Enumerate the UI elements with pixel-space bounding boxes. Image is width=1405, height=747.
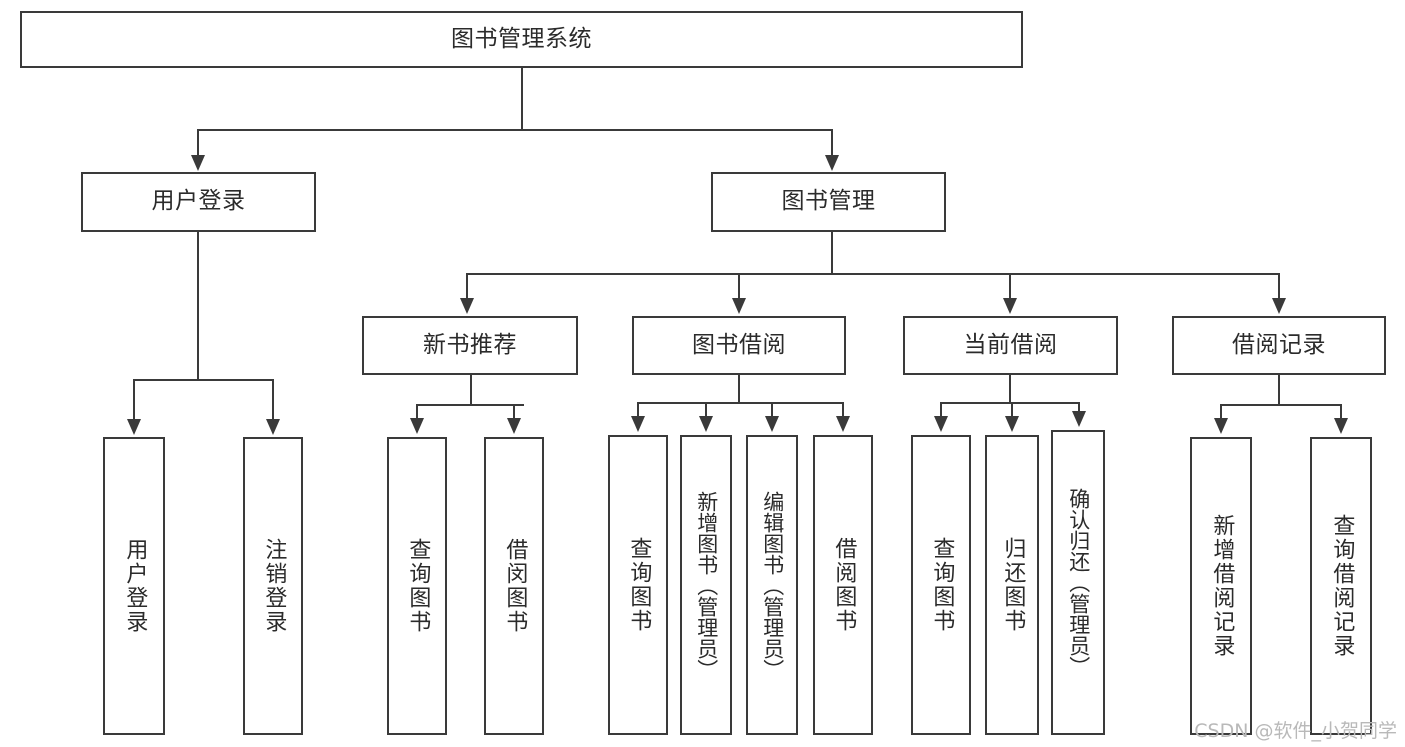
connector-current-borrow-bus	[940, 402, 1080, 404]
arrowhead-leaf-borrow-book-1	[507, 418, 521, 434]
arrowhead-borrow-record	[1272, 298, 1286, 314]
node-leaf-borrow-book-1[interactable]: 借闵图书	[484, 437, 544, 735]
node-current-borrow[interactable]: 当前借阅	[903, 316, 1118, 375]
node-root-label: 图书管理系统	[451, 25, 592, 52]
connector-to-leaf-add-book	[705, 402, 707, 418]
node-book-manage-label: 图书管理	[781, 188, 876, 215]
connector-to-leaf-logout	[272, 379, 274, 421]
connector-to-leaf-user-login	[133, 379, 135, 421]
node-leaf-query-book-2[interactable]: 查询图书	[608, 435, 668, 735]
node-leaf-return-book-label: 归还图书	[1000, 537, 1026, 633]
arrowhead-leaf-confirm-return	[1072, 411, 1086, 427]
arrowhead-current-borrow	[1003, 298, 1017, 314]
arrowhead-user-login	[191, 155, 205, 171]
arrowhead-leaf-query-book-3	[934, 416, 948, 432]
node-leaf-logout[interactable]: 注销登录	[243, 437, 303, 735]
node-leaf-borrow-book-2-label: 借阅图书	[831, 537, 857, 633]
node-leaf-add-borrow-record[interactable]: 新增借阅记录	[1190, 437, 1252, 735]
node-leaf-user-login[interactable]: 用户登录	[103, 437, 165, 735]
arrowhead-leaf-query-book-1	[410, 418, 424, 434]
connector-sections-bus	[466, 273, 1280, 275]
connector-to-book-manage	[831, 129, 833, 157]
arrowhead-leaf-query-borrow-record	[1334, 418, 1348, 434]
connector-user-login-bus	[133, 379, 273, 381]
connector-user-login-down	[197, 232, 199, 380]
connector-to-book-borrow	[738, 273, 740, 300]
arrowhead-leaf-add-borrow-record	[1214, 418, 1228, 434]
node-user-login[interactable]: 用户登录	[81, 172, 316, 232]
node-book-borrow-label: 图书借阅	[692, 331, 786, 358]
connector-current-borrow-down	[1009, 375, 1011, 403]
connector-book-manage-down	[831, 232, 833, 274]
node-root[interactable]: 图书管理系统	[20, 11, 1023, 68]
node-leaf-add-book-label: 新增图书（管理员）	[694, 490, 719, 680]
node-leaf-query-book-1[interactable]: 查询图书	[387, 437, 447, 735]
node-book-borrow[interactable]: 图书借阅	[632, 316, 846, 375]
node-leaf-borrow-book-1-label: 借闵图书	[502, 538, 528, 634]
connector-to-leaf-edit-book	[771, 402, 773, 418]
node-new-book-recommend-label: 新书推荐	[423, 331, 517, 358]
connector-to-leaf-query-book-3	[940, 402, 942, 418]
node-leaf-query-book-1-label: 查询图书	[405, 538, 431, 634]
connector-root-down	[521, 68, 523, 130]
node-leaf-confirm-return-label: 确认归还（管理员）	[1066, 488, 1091, 677]
connector-to-leaf-return-book	[1011, 402, 1013, 418]
connector-to-current-borrow	[1009, 273, 1011, 300]
node-user-login-label: 用户登录	[151, 188, 246, 215]
node-leaf-borrow-book-2[interactable]: 借阅图书	[813, 435, 873, 735]
connector-to-leaf-add-borrow-record	[1220, 404, 1222, 420]
node-leaf-user-login-label: 用户登录	[122, 538, 148, 634]
connector-borrow-record-bus	[1220, 404, 1341, 406]
node-borrow-record-label: 借阅记录	[1232, 331, 1326, 358]
connector-to-leaf-confirm-return	[1078, 402, 1080, 413]
connector-to-borrow-record	[1278, 273, 1280, 300]
node-leaf-logout-label: 注销登录	[261, 538, 287, 634]
node-leaf-query-book-2-label: 查询图书	[626, 537, 652, 633]
node-leaf-query-borrow-record[interactable]: 查询借阅记录	[1310, 437, 1372, 735]
node-current-borrow-label: 当前借阅	[963, 331, 1058, 358]
arrowhead-leaf-add-book	[699, 416, 713, 432]
connector-borrow-record-down	[1278, 375, 1280, 405]
arrowhead-leaf-user-login	[127, 419, 141, 435]
connector-to-leaf-query-book-2	[637, 402, 639, 418]
connector-new-book-recommend-down	[470, 375, 472, 405]
arrowhead-leaf-borrow-book-2	[836, 416, 850, 432]
connector-to-leaf-query-borrow-record	[1340, 404, 1342, 420]
node-leaf-confirm-return[interactable]: 确认归还（管理员）	[1051, 430, 1105, 735]
connector-to-leaf-borrow-book-2	[842, 402, 844, 418]
node-book-manage[interactable]: 图书管理	[711, 172, 946, 232]
node-borrow-record[interactable]: 借阅记录	[1172, 316, 1386, 375]
connector-book-borrow-bus	[637, 402, 843, 404]
connector-level2-bus	[197, 129, 833, 131]
node-leaf-edit-book[interactable]: 编辑图书（管理员）	[746, 435, 798, 735]
node-leaf-query-book-3[interactable]: 查询图书	[911, 435, 971, 735]
arrowhead-leaf-query-book-2	[631, 416, 645, 432]
node-leaf-query-borrow-record-label: 查询借阅记录	[1329, 514, 1355, 658]
node-new-book-recommend[interactable]: 新书推荐	[362, 316, 578, 375]
arrowhead-book-manage	[825, 155, 839, 171]
connector-to-user-login	[197, 129, 199, 157]
arrowhead-leaf-return-book	[1005, 416, 1019, 432]
node-leaf-add-borrow-record-label: 新增借阅记录	[1209, 514, 1235, 658]
connector-new-book-recommend-bus	[416, 404, 524, 406]
csdn-watermark: CSDN @软件_小贺同学	[1194, 720, 1397, 742]
node-leaf-edit-book-label: 编辑图书（管理员）	[760, 490, 785, 680]
node-leaf-query-book-3-label: 查询图书	[929, 537, 955, 633]
connector-book-borrow-down	[738, 375, 740, 403]
connector-to-leaf-borrow-book-1	[513, 404, 515, 420]
connector-to-leaf-query-book-1	[416, 404, 418, 420]
node-leaf-add-book[interactable]: 新增图书（管理员）	[680, 435, 732, 735]
arrowhead-leaf-logout	[266, 419, 280, 435]
node-leaf-return-book[interactable]: 归还图书	[985, 435, 1039, 735]
arrowhead-book-borrow	[732, 298, 746, 314]
connector-to-new-book-recommend	[466, 273, 468, 300]
arrowhead-new-book-recommend	[460, 298, 474, 314]
arrowhead-leaf-edit-book	[765, 416, 779, 432]
